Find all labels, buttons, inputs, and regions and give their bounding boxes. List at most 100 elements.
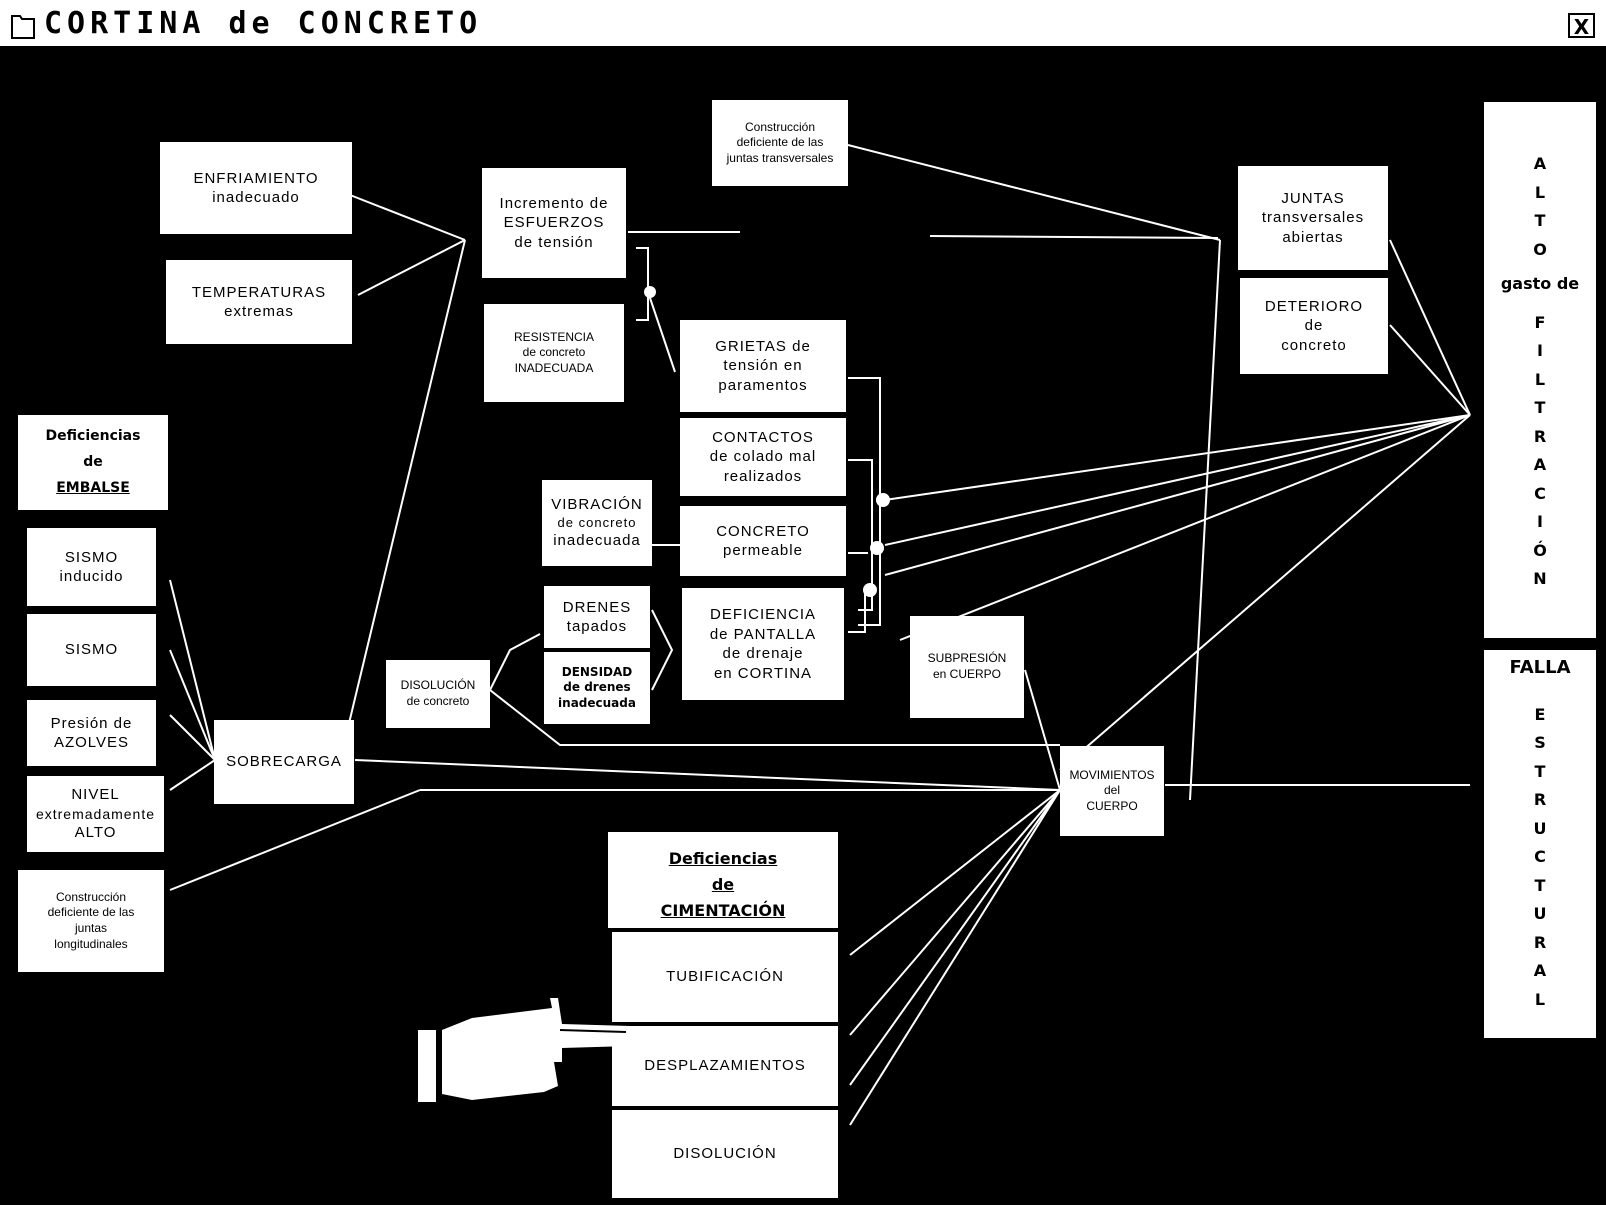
alto-letter-1: L <box>1534 182 1546 202</box>
juntas-trans-line3: juntas transversales <box>726 150 834 165</box>
subpresion-box[interactable]: SUBPRESIÓN en CUERPO <box>910 616 1024 718</box>
falla-letter-5: U <box>1533 818 1547 838</box>
alto-gasto-de: gasto de <box>1500 274 1580 293</box>
alto-letter-14: N <box>1533 569 1547 588</box>
embalse-heading-line3: EMBALSE <box>56 480 130 496</box>
alto-gasto-filtracion-box[interactable]: A L T O gasto de F I L T R A C I Ó N <box>1484 102 1596 638</box>
disolucion-label: DISOLUCIÓN <box>673 1145 777 1163</box>
alto-letter-10: A <box>1533 455 1547 474</box>
juntas-longitudinales-box[interactable]: Construcción deficiente de las juntas lo… <box>18 870 164 972</box>
alto-letter-3: O <box>1533 239 1547 259</box>
close-button[interactable]: X <box>1568 13 1595 39</box>
temperaturas-box[interactable]: TEMPERATURAS extremas <box>166 260 352 344</box>
vibracion-line2: de concreto <box>557 514 637 530</box>
falla-letter-1: E <box>1534 704 1546 724</box>
alto-letter-8: T <box>1534 398 1546 417</box>
contactos-line3: realizados <box>723 467 803 485</box>
concreto-permeable-box[interactable]: CONCRETO permeable <box>680 506 846 576</box>
juntas-long-line4: longitudinales <box>54 936 128 951</box>
falla-estructural-box[interactable]: FALLA E S T R U C T U R A L <box>1484 650 1596 1038</box>
subpresion-line2: en CUERPO <box>932 667 1002 681</box>
enfriamiento-box[interactable]: ENFRIAMIENTO inadecuado <box>160 142 352 234</box>
juntas-abiertas-box[interactable]: JUNTAS transversales abiertas <box>1238 166 1388 270</box>
resistencia-box[interactable]: RESISTENCIA de concreto INADECUADA <box>484 304 624 402</box>
vibracion-line1: VIBRACIÓN <box>551 496 643 514</box>
cimentacion-heading-line1: Deficiencias <box>668 849 778 868</box>
concreto-perm-line2: permeable <box>723 542 803 559</box>
contactos-box[interactable]: CONTACTOS de colado mal realizados <box>680 418 846 496</box>
azolves-box[interactable]: Presión de AZOLVES <box>24 700 156 766</box>
deterioro-box[interactable]: DETERIORO de concreto <box>1240 278 1388 374</box>
cimentacion-heading: Deficiencias de CIMENTACIÓN <box>608 832 838 928</box>
movimientos-line3: CUERPO <box>1086 798 1138 813</box>
movimientos-line1: MOVIMIENTOS <box>1069 767 1155 782</box>
alto-letter-7: L <box>1534 369 1546 389</box>
pantalla-box[interactable]: DEFICIENCIA de PANTALLA de drenaje en CO… <box>682 588 844 700</box>
cimentacion-heading-line3: CIMENTACIÓN <box>660 901 786 920</box>
alto-letter-11: C <box>1534 483 1546 503</box>
sobrecarga-label: SOBRECARGA <box>226 753 342 771</box>
concreto-perm-line1: CONCRETO <box>716 522 810 540</box>
alto-letter-9: R <box>1533 426 1547 446</box>
drenes-box[interactable]: DRENES tapados <box>544 586 650 648</box>
falla-letter-10: A <box>1533 961 1547 980</box>
sobrecarga-box[interactable]: SOBRECARGA <box>214 720 354 804</box>
resistencia-line2: de concreto <box>522 345 586 360</box>
juntas-trans-line1: Construcción <box>744 119 816 134</box>
densidad-line2: de drenes <box>563 680 631 695</box>
grietas-line1: GRIETAS de <box>715 337 811 355</box>
densidad-box[interactable]: DENSIDAD de drenes inadecuada <box>544 652 650 724</box>
contactos-line2: de colado mal <box>709 448 817 466</box>
juntas-transversales-const-box[interactable]: Construcción deficiente de las juntas tr… <box>712 100 848 186</box>
falla-word: FALLA <box>1509 657 1571 678</box>
juntas-line1: JUNTAS <box>1281 189 1345 207</box>
vibracion-box[interactable]: VIBRACIÓN de concreto inadecuada <box>542 480 652 566</box>
sismo-inducido-box[interactable]: SISMO inducido <box>24 528 156 606</box>
falla-letter-3: T <box>1534 761 1546 781</box>
pantalla-line1: DEFICIENCIA <box>709 606 816 623</box>
temperaturas-line2: extremas <box>224 303 294 320</box>
pantalla-line4: en CORTINA <box>713 664 813 682</box>
juntas-long-line2: deficiente de las <box>47 905 135 920</box>
disolucion-cimentacion-box[interactable]: DISOLUCIÓN <box>608 1108 838 1198</box>
juntas-line3: abiertas <box>1282 228 1344 246</box>
pointing-hand-icon <box>418 998 635 1102</box>
temperaturas-line1: TEMPERATURAS <box>191 283 327 301</box>
cimentacion-heading-line2: de <box>711 875 735 894</box>
drenes-line1: DRENES <box>562 598 632 616</box>
juntas-long-line1: Construcción <box>55 889 127 904</box>
pantalla-line3: de drenaje <box>722 645 804 662</box>
alto-letter-12: I <box>1537 512 1543 531</box>
enfriamiento-line2: inadecuado <box>212 189 300 206</box>
nivel-line1: NIVEL <box>71 786 120 804</box>
alto-letter-5: F <box>1534 312 1546 332</box>
folder-icon <box>11 15 35 39</box>
tubificacion-box[interactable]: TUBIFICACIÓN <box>608 930 838 1022</box>
sismo-inducido-line2: inducido <box>59 568 124 585</box>
nivel-box[interactable]: NIVEL extremadamente ALTO <box>24 776 164 852</box>
resistencia-line3: INADECUADA <box>514 360 594 375</box>
grietas-box[interactable]: GRIETAS de tensión en paramentos <box>680 320 846 412</box>
alto-letter-6: I <box>1537 341 1543 360</box>
tubificacion-label: TUBIFICACIÓN <box>666 968 784 986</box>
sismo-box[interactable]: SISMO <box>24 614 156 686</box>
movimientos-box[interactable]: MOVIMIENTOS del CUERPO <box>1060 746 1164 836</box>
disolucion-concreto-box[interactable]: DISOLUCIÓN de concreto <box>386 660 490 728</box>
nivel-line2: extremadamente <box>35 805 156 822</box>
incremento-line2: ESFUERZOS <box>503 214 605 232</box>
vibracion-line3: inadecuada <box>553 532 641 550</box>
densidad-line3: inadecuada <box>558 695 636 710</box>
subpresion-line1: SUBPRESIÓN <box>927 651 1007 666</box>
falla-letter-7: T <box>1534 875 1546 895</box>
window-title: CORTINA de CONCRETO <box>44 6 483 41</box>
falla-letter-9: R <box>1533 932 1547 952</box>
incremento-box[interactable]: Incremento de ESFUERZOS de tensión <box>482 168 626 278</box>
embalse-heading: Deficiencias de EMBALSE <box>18 415 168 510</box>
nivel-line3: ALTO <box>74 824 117 842</box>
grietas-line2: tensión en <box>723 357 803 375</box>
alto-letter-0: A <box>1533 154 1547 173</box>
falla-letter-4: R <box>1533 790 1547 809</box>
desplazamientos-box[interactable]: DESPLAZAMIENTOS <box>608 1024 838 1106</box>
drenes-line2: tapados <box>566 618 628 635</box>
